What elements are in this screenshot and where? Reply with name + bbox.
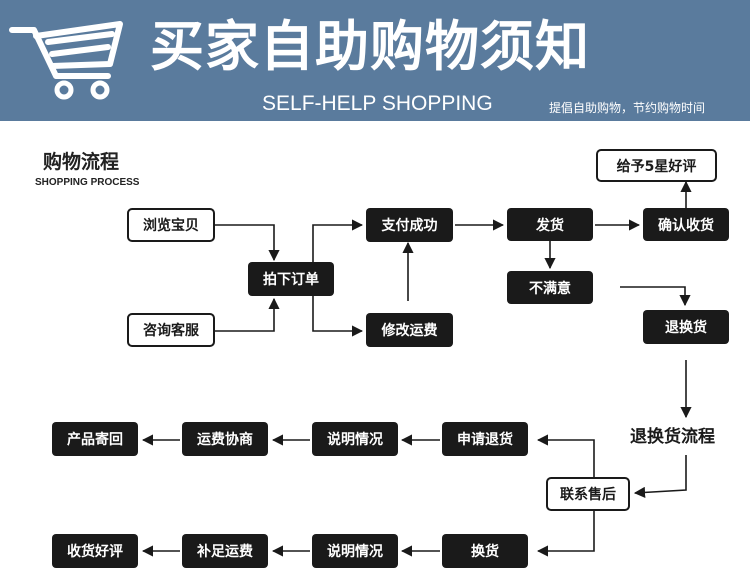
node-send-back-product: 产品寄回 xyxy=(52,422,138,456)
section-subtitle: SHOPPING PROCESS xyxy=(35,177,140,188)
node-exchange: 换货 xyxy=(442,534,528,568)
banner-tagline: 提倡自助购物，节约购物时间 xyxy=(549,101,706,115)
node-ship: 发货 xyxy=(507,208,593,241)
node-explain-situation-2: 说明情况 xyxy=(312,534,398,568)
node-receive-and-rate: 收货好评 xyxy=(52,534,138,568)
arrow-contact-to-exchange xyxy=(536,511,595,557)
node-confirm-receipt: 确认收货 xyxy=(643,208,729,241)
node-unsatisfied: 不满意 xyxy=(507,271,593,304)
arrow-unsatisfied-to-return xyxy=(620,286,691,307)
node-modify-shipping: 修改运费 xyxy=(366,313,453,347)
shopping-cart-icon xyxy=(9,21,123,100)
arrow-flow-to-contact xyxy=(633,455,687,498)
node-pay-shipping-difference: 补足运费 xyxy=(182,534,268,568)
node-shipping-negotiation: 运费协商 xyxy=(182,422,268,456)
node-browse-item: 浏览宝贝 xyxy=(127,208,215,242)
node-explain-situation-1: 说明情况 xyxy=(312,422,398,456)
banner-subtitle: SELF-HELP SHOPPING xyxy=(262,92,493,115)
arrow-browse-to-order xyxy=(215,224,280,262)
node-place-order: 拍下订单 xyxy=(248,262,334,296)
node-five-star-review: 给予5星好评 xyxy=(596,149,717,182)
arrow-order-to-pay xyxy=(312,219,364,264)
node-contact-after-sales: 联系售后 xyxy=(546,477,630,511)
label-return-exchange-flow: 退换货流程 xyxy=(630,427,715,447)
header-banner: 买家自助购物须知 SELF-HELP SHOPPING 提倡自助购物，节约购物时… xyxy=(0,0,750,121)
arrow-order-to-modify xyxy=(312,296,364,337)
node-payment-success: 支付成功 xyxy=(366,208,453,242)
section-title: 购物流程 xyxy=(43,151,120,173)
arrow-contact-to-request xyxy=(536,434,595,478)
node-consult-service: 咨询客服 xyxy=(127,313,215,347)
node-request-return: 申请退货 xyxy=(442,422,528,456)
arrow-consult-to-order xyxy=(215,297,280,332)
banner-title: 买家自助购物须知 xyxy=(150,15,590,78)
node-return-exchange: 退换货 xyxy=(643,310,729,344)
